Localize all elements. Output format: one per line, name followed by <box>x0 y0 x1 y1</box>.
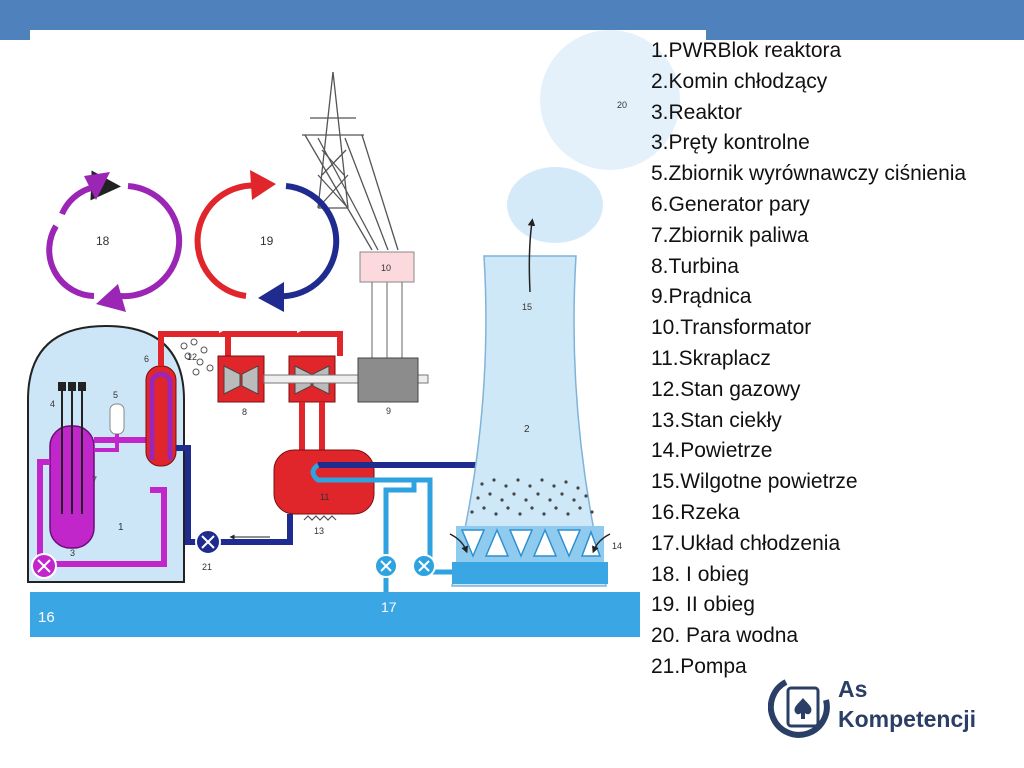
loop-19-arc-red <box>194 182 261 299</box>
label-7: 7 <box>92 475 97 485</box>
logo-brand-line-1: As <box>838 676 868 702</box>
condensate-return-pipe <box>212 514 293 545</box>
loop-18-arrowhead-top <box>84 172 110 200</box>
label-20: 20 <box>617 100 627 110</box>
gas-state-bubbles <box>180 338 214 376</box>
electric-generator <box>357 357 419 403</box>
legend-item: 19. II obieg <box>651 593 755 617</box>
loop-18-arrowhead-bottom <box>96 284 126 312</box>
label-1: 1 <box>118 522 124 533</box>
river <box>30 592 640 637</box>
logo-emblem-icon <box>768 679 830 738</box>
air-inlet-left <box>449 533 468 554</box>
label-17: 17 <box>381 599 397 615</box>
label-5: 5 <box>113 390 118 400</box>
legend-item: 8.Turbina <box>651 254 739 278</box>
legend-item: 3.Pręty kontrolne <box>651 131 810 155</box>
control-rods <box>61 388 83 514</box>
label-3: 3 <box>70 548 75 558</box>
liquid-state-wave <box>303 515 337 521</box>
loop-18-arc-right <box>119 183 183 300</box>
label-6: 6 <box>144 354 149 364</box>
label-21: 21 <box>202 562 212 572</box>
legend-item: 10.Transformator <box>651 316 812 340</box>
as-kompetencji-logo: As Kompetencji <box>768 672 998 744</box>
cooling-tower <box>451 255 607 587</box>
label-16: 16 <box>38 609 55 626</box>
power-pylon <box>302 71 399 251</box>
label-18: 18 <box>96 234 110 248</box>
label-13: 13 <box>314 526 324 536</box>
legend-item: 11.Skraplacz <box>651 346 771 370</box>
loop-18-arc-left <box>46 224 95 299</box>
loop-19-arrowhead-blue <box>258 282 284 312</box>
loop-19-arrowhead-red <box>250 170 276 200</box>
label-11: 11 <box>320 492 329 502</box>
transformer-box <box>359 251 415 283</box>
cooling-water-pipe <box>318 477 417 560</box>
vapor-cloud-large <box>540 30 680 170</box>
label-8: 8 <box>242 407 247 417</box>
legend-item: 21.Pompa <box>651 654 747 678</box>
legend-item: 1.PWRBlok reaktora <box>651 39 842 62</box>
legend-item: 9.Prądnica <box>651 285 752 309</box>
header-white-strip <box>30 30 706 42</box>
legend-item: 3.Reaktor <box>651 100 743 124</box>
legend-item: 12.Stan gazowy <box>651 377 801 401</box>
legend-item: 14.Powietrze <box>651 439 773 463</box>
humid-air-arrow <box>527 218 536 293</box>
label-10: 10 <box>381 263 391 273</box>
legend-list: 1.PWRBlok reaktora 2.Komin chłodzący 3.R… <box>651 36 966 683</box>
label-15: 15 <box>522 302 532 312</box>
steam-pipe <box>158 331 343 366</box>
legend-item: 18. I obieg <box>651 562 750 586</box>
loop-19-arc-blue <box>275 183 340 300</box>
cooling-droplets <box>470 478 594 516</box>
primary-loop-pipe <box>37 459 167 567</box>
legend-item: 13.Stan ciekły <box>651 408 782 432</box>
legend-item: 7.Zbiornik paliwa <box>651 223 809 247</box>
label-19: 19 <box>260 234 274 248</box>
label-4: 4 <box>50 399 55 409</box>
legend-item: 6.Generator pary <box>651 192 810 216</box>
legend-item: 15.Wilgotne powietrze <box>651 470 858 494</box>
legend-item: 16.Rzeka <box>651 500 740 524</box>
vapor-cloud-small <box>507 167 603 243</box>
logo-brand-line-2: Kompetencji <box>838 706 977 732</box>
air-inlet-right <box>592 533 611 554</box>
legend-item: 17.Układ chłodzenia <box>651 531 841 555</box>
legend-item: 5.Zbiornik wyrównawczy ciśnienia <box>651 162 967 186</box>
label-9: 9 <box>386 406 391 416</box>
legend-item: 2.Komin chłodzący <box>651 69 828 93</box>
pressurizer <box>109 403 125 435</box>
cooling-fill-triangles <box>460 528 602 558</box>
cooling-basin <box>452 562 608 584</box>
legend-item: 20. Para wodna <box>651 624 799 648</box>
label-14: 14 <box>612 541 622 551</box>
label-2: 2 <box>524 424 530 435</box>
label-12: 12 <box>187 352 197 362</box>
turbine-shaft <box>263 374 429 384</box>
